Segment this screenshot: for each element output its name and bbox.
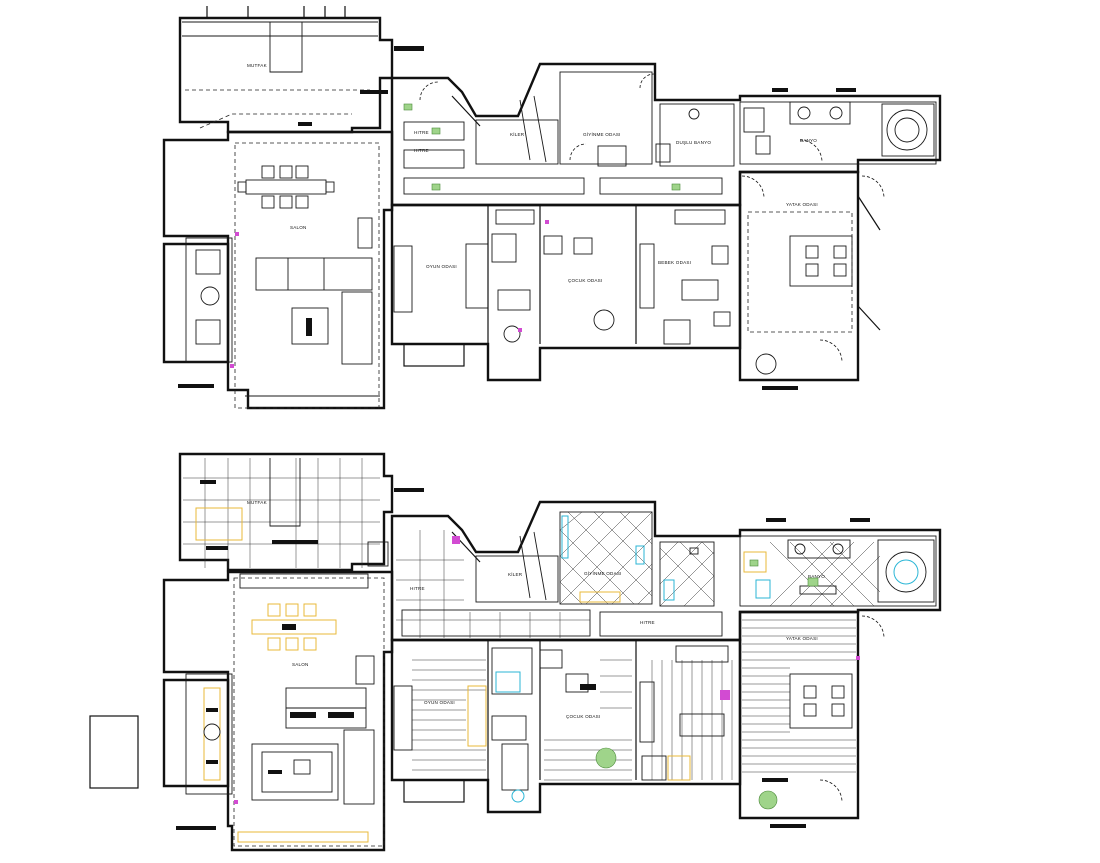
room-label-salon-top: SALON <box>290 225 307 230</box>
bottom-banyo <box>739 518 937 607</box>
bottom-salon <box>89 570 394 852</box>
top-children-wing <box>390 203 742 382</box>
top-salon <box>162 130 394 410</box>
room-label-kiler-bottom: KİLER <box>508 571 523 577</box>
bottom-floor-plan: MUTFAK <box>89 452 942 852</box>
room-label-cocuk-bottom: ÇOCUK ODASI <box>566 714 600 719</box>
wc-diamond-tiles <box>659 541 715 607</box>
children-wood-floor <box>412 659 733 781</box>
room-label-kiler-top: KİLER <box>510 131 525 137</box>
hall-tile-grid <box>396 530 590 638</box>
bottom-yatak <box>738 610 885 828</box>
room-label-hitre2-top: HITRE <box>414 148 429 153</box>
room-label-banyo-bottom: BANYO <box>808 574 825 579</box>
room-label-cocuk-top: ÇOCUK ODASI <box>568 278 602 283</box>
room-label-yatak-bottom: YATAK ODASI <box>786 636 818 641</box>
room-label-mutfak-bottom: MUTFAK <box>247 500 268 505</box>
room-label-hitre1-bottom: HITRE <box>410 586 425 591</box>
room-label-oyun-bottom: OYUN ODASI <box>424 700 455 705</box>
top-floor-plan: MUTFAK SALON <box>162 6 942 410</box>
room-label-mutfak-top: MUTFAK <box>247 63 268 68</box>
room-label-giyinme-top: GİYİNME ODASI <box>583 131 621 137</box>
top-kitchen <box>178 6 424 134</box>
top-banyo <box>739 101 937 165</box>
yatak-wood-floor <box>742 619 856 773</box>
bottom-children-wing <box>390 638 742 814</box>
room-label-banyo-top: BANYO <box>800 138 817 143</box>
giyinme-diamond-tiles <box>559 511 653 605</box>
bottom-kitchen <box>178 452 424 572</box>
room-label-oyun-top: OYUN ODASI <box>426 264 457 269</box>
room-label-salon-bottom: SALON <box>292 662 309 667</box>
room-label-hitre1-top: HITRE <box>414 130 429 135</box>
banyo-diamond-tiles <box>769 541 881 607</box>
room-label-bebek-top: BEBEK ODASI <box>658 260 691 265</box>
room-label-yatak-top: YATAK ODASI <box>786 202 818 207</box>
top-hall <box>390 62 942 207</box>
kitchen-tile-grid <box>183 458 380 568</box>
room-label-dusluwc-top: DUŞLU BANYO <box>676 140 711 145</box>
room-label-hitre2-bottom: HITRE <box>640 620 655 625</box>
room-label-giyinme-bottom: GİYİNME ODASI <box>584 570 622 576</box>
